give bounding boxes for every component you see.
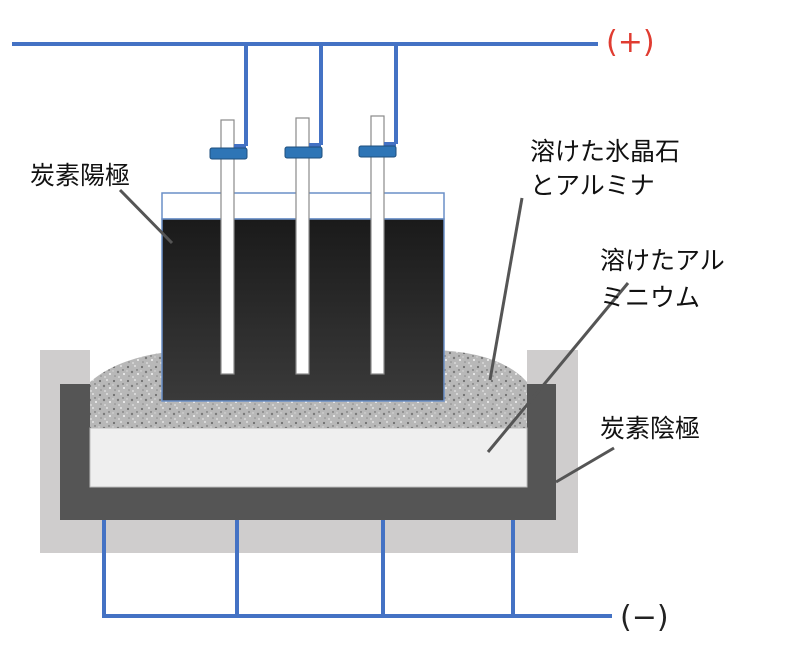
leader-lines: [118, 188, 630, 484]
rod-clamp-2: [284, 146, 323, 159]
anode-rod-1: [220, 119, 235, 375]
label-electrolyte-line1: 溶けた氷晶石: [530, 137, 680, 166]
label-molten-aluminum-line1: 溶けたアル: [600, 246, 725, 275]
rod-clamp-3: [358, 145, 397, 158]
anode-rod-2: [295, 117, 310, 375]
carbon-cathode: [60, 384, 556, 520]
label-carbon-cathode: 炭素陰極: [600, 414, 700, 443]
label-electrolyte-line2: とアルミナ: [530, 171, 655, 200]
negative-terminal: (−): [620, 600, 669, 635]
anode-rod-3: [370, 115, 385, 375]
label-carbon-anode: 炭素陽極: [30, 161, 130, 190]
rod-clamp-1: [209, 147, 248, 160]
molten-aluminum-layer: [89, 427, 528, 488]
insulation-lining: [40, 350, 578, 553]
positive-wiring: [12, 42, 598, 148]
label-molten-aluminum-line2: ミニウム: [600, 283, 700, 312]
negative-wiring: [102, 520, 612, 618]
positive-terminal: (+): [606, 25, 655, 60]
